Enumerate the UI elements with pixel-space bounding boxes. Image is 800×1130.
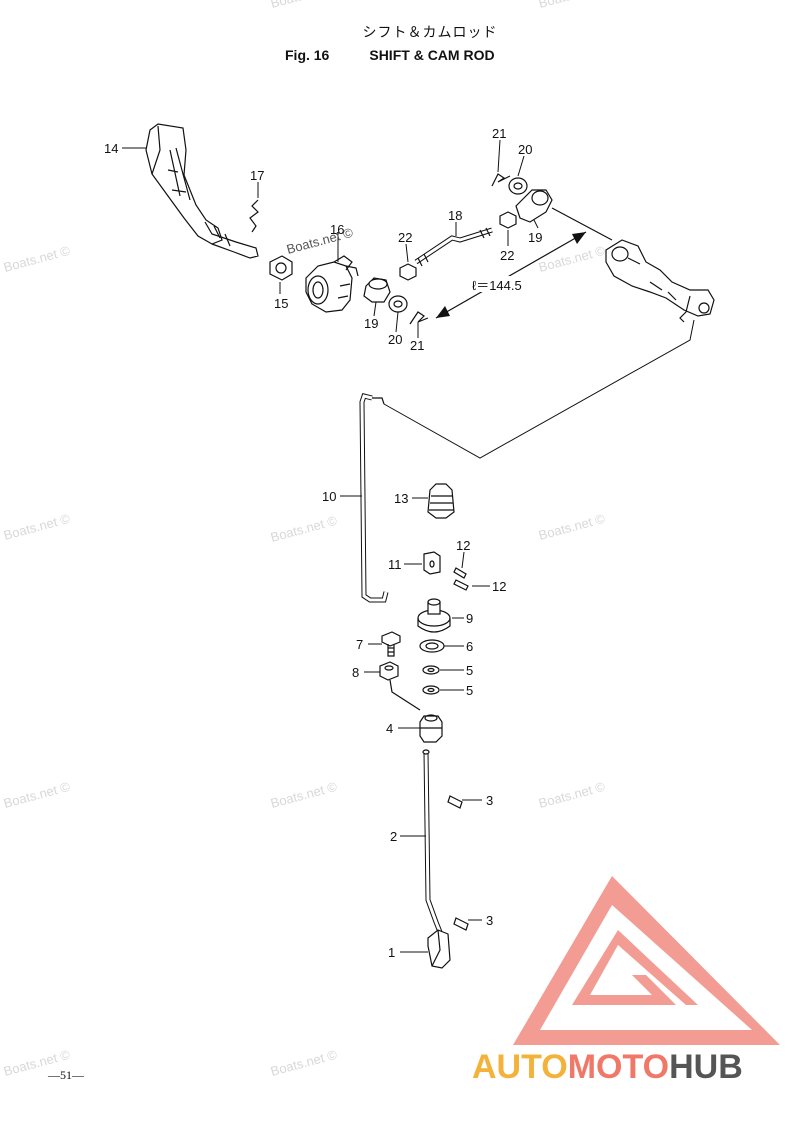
washer-part-5-upper [422, 665, 440, 675]
bushing-part-4 [419, 714, 443, 743]
washer-part-5-lower [422, 685, 440, 695]
cam-rod-part-10 [359, 393, 389, 603]
watermark-7: Boats.net © [269, 779, 339, 811]
page-number: —51— [48, 1068, 84, 1082]
dimension-label: ℓ＝144.5 [472, 278, 522, 293]
part-label-12-bottom: 12 [492, 579, 506, 594]
part-label-6: 6 [466, 639, 473, 654]
pin-part-3-lower [453, 917, 469, 931]
part-label-5-top: 5 [466, 663, 473, 678]
nut-part-22-right [499, 211, 517, 229]
svg-text:AUTOMOTOHUB: AUTOMOTOHUB [472, 1048, 743, 1086]
shaft-cap-part-9 [417, 598, 451, 633]
part-labels: 14 17 16 Boats.net © 15 18 21 20 22 19 2… [104, 126, 542, 960]
watermark-11: Boats.net © [269, 0, 339, 11]
logo-auto: AUTO [472, 1048, 568, 1086]
cam-arm-assembly [605, 239, 715, 323]
washer-part-6 [419, 639, 445, 653]
lower-assembly [359, 393, 469, 969]
part-label-18: 18 [448, 208, 462, 223]
shift-lever-part-14 [145, 123, 259, 259]
part-label-9: 9 [466, 611, 473, 626]
part-label-1: 1 [388, 945, 395, 960]
part-label-2: 2 [390, 829, 397, 844]
pin-part-3-upper [447, 795, 463, 809]
watermark-5: Boats.net © [537, 243, 607, 275]
pin-part-12-upper [453, 567, 467, 579]
shift-rod-part-2 [422, 749, 443, 933]
part-label-12-top: 12 [456, 538, 470, 553]
watermark-6: Boats.net © [2, 779, 72, 811]
part-label-8: 8 [352, 665, 359, 680]
watermark-1: Boats.net © [2, 243, 72, 275]
part-label-22-left: 22 [398, 230, 412, 245]
part-label-4: 4 [386, 721, 393, 736]
part-label-19-right: 19 [528, 230, 542, 245]
automotohub-logo: AUTOMOTOHUB [472, 876, 780, 1086]
shift-cam-part-1 [427, 929, 451, 969]
leader-lines [122, 139, 539, 953]
part-label-22-right: 22 [500, 248, 514, 263]
nut-part-15 [269, 255, 293, 281]
part-label-17: 17 [250, 168, 264, 183]
ball-joint-part-19-left [363, 277, 391, 303]
clip-part-21-right [491, 173, 511, 187]
watermark-12: Boats.net © [537, 0, 607, 11]
cam-bracket-part-16 [305, 255, 359, 313]
inline-watermark: Boats.net © [285, 225, 355, 257]
part-label-14: 14 [104, 141, 118, 156]
part-label-19-left: 19 [364, 316, 378, 331]
part-label-15: 15 [274, 296, 288, 311]
watermark-4: Boats.net © [537, 511, 607, 543]
part-label-21-bottom: 21 [410, 338, 424, 353]
watermarks: Boats.net © Boats.net © Boats.net © Boat… [2, 0, 607, 1079]
bushing-part-11 [423, 551, 441, 575]
watermark-3: Boats.net © [2, 511, 72, 543]
title-japanese: シフト＆カムロッド [362, 25, 498, 41]
part-label-7: 7 [356, 637, 363, 652]
part-label-5-bottom: 5 [466, 683, 473, 698]
part-label-10: 10 [322, 489, 336, 504]
figure-number: Fig. 16 [285, 47, 330, 63]
watermark-10: Boats.net © [269, 1047, 339, 1079]
part-label-3-top: 3 [486, 793, 493, 808]
part-label-11: 11 [388, 557, 402, 572]
logo-moto: MOTO [568, 1048, 669, 1086]
nut-part-22-left [399, 263, 417, 281]
ball-joint-part-19-right [515, 189, 553, 223]
rod-part-18 [414, 227, 493, 267]
bolt-part-7 [381, 631, 401, 657]
part-label-16: 16 [330, 222, 344, 237]
dimension-arrow: ℓ＝144.5 [435, 231, 587, 319]
part-label-20-bottom: 20 [388, 332, 402, 347]
nut-part-8 [379, 661, 399, 681]
boot-part-13 [427, 483, 455, 519]
part-label-20-top: 20 [518, 142, 532, 157]
part-label-3-bottom: 3 [486, 913, 493, 928]
logo-hub: HUB [669, 1048, 743, 1086]
watermark-2: Boats.net © [269, 513, 339, 545]
watermark-8: Boats.net © [537, 779, 607, 811]
pin-part-12-lower [453, 579, 469, 591]
part-label-13: 13 [394, 491, 408, 506]
washer-part-20-left [388, 295, 408, 313]
washer-part-20-right [508, 177, 528, 195]
figure-name: SHIFT & CAM ROD [369, 47, 495, 63]
figure-title: Fig. 16 SHIFT & CAM ROD [285, 47, 495, 63]
upper-assembly [145, 123, 715, 459]
part-label-21-top: 21 [492, 126, 506, 141]
clip-part-21-left [409, 311, 429, 325]
clip-part-17 [249, 199, 259, 233]
